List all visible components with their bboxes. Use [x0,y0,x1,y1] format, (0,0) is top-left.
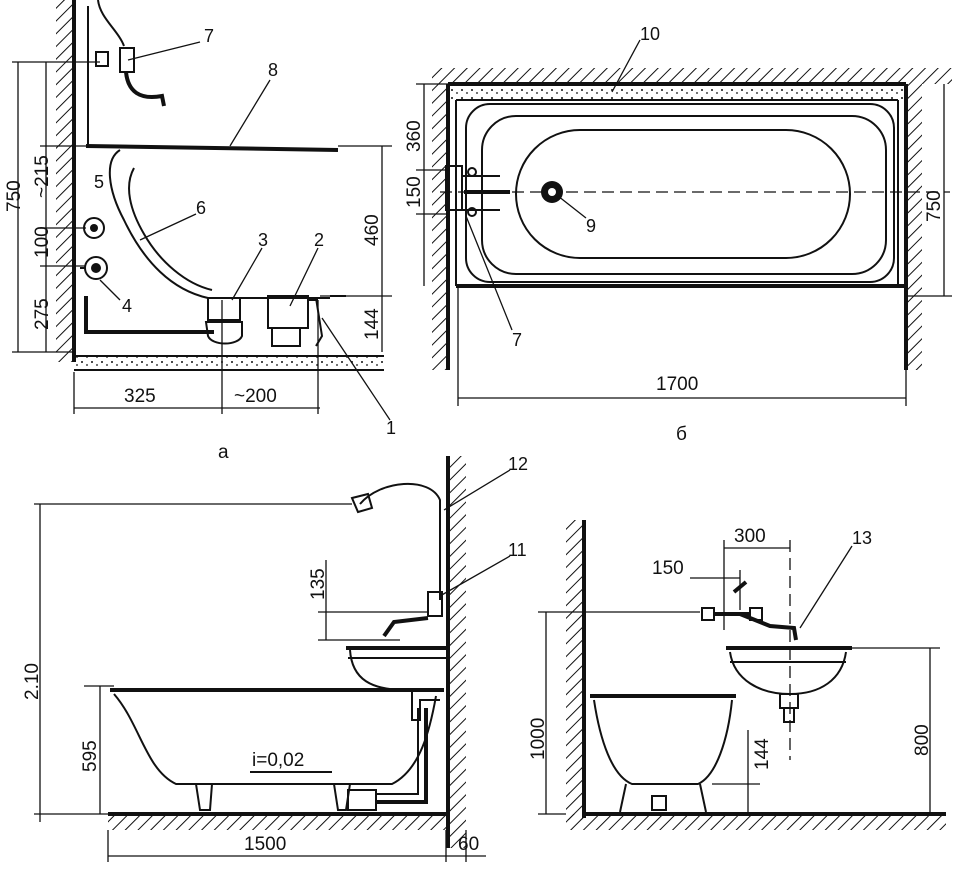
dim-a-325: 325 [124,386,156,407]
label-a-3: 3 [258,230,268,250]
dim-a-144: 144 [362,308,383,340]
wall-left-b [432,84,448,370]
slope-label-c: i=0,02 [252,750,304,771]
wall-right-b [906,84,922,370]
dim-d-800: 800 [912,724,933,756]
panel-b: 360 150 750 1700 10 9 7 б [404,24,952,445]
label-a-7: 7 [204,26,214,46]
dim-d-144: 144 [752,738,773,770]
bathtub-body-c [113,693,437,785]
trap-a [267,295,309,329]
label-a-5: 5 [94,172,104,192]
dim-c-60: 60 [458,834,479,855]
floor-d [566,814,946,830]
dim-b-1700: 1700 [656,374,698,395]
wall-c [448,456,466,848]
label-a-8: 8 [268,60,278,80]
washbasin-c [349,649,442,691]
dim-a-200: ~200 [234,386,277,407]
dim-c-210: 2.10 [22,663,43,700]
spout-a [124,71,166,107]
dim-a-100: 100 [32,226,53,258]
label-c-12: 12 [508,454,528,474]
label-b-7: 7 [512,330,522,350]
wall-hatch-a [56,0,74,362]
mixer-valve-left-d [701,607,715,621]
tub-profile-a [108,149,330,299]
mixer-a [95,51,109,67]
tub-rim-b [481,115,887,275]
dim-b-150: 150 [404,176,425,208]
dim-b-360: 360 [404,120,425,152]
floor-a [74,356,384,370]
drain-a [207,297,241,321]
spout-c [382,616,429,638]
panel-d: 1000 800 144 300 150 13 [528,520,946,830]
label-d-13: 13 [852,528,872,548]
panel-b-letter: б [676,424,687,445]
washbasin-d [729,651,847,696]
dim-c-595: 595 [80,740,101,772]
dim-c-1500: 1500 [244,834,286,855]
label-a-2: 2 [314,230,324,250]
label-b-9: 9 [586,216,596,236]
panel-a-letter: a [218,442,229,463]
leg-a [315,297,324,347]
label-a-6: 6 [196,198,206,218]
tub-bowl-b [515,129,851,259]
label-b-10: 10 [640,24,660,44]
spout-d [739,612,798,641]
dim-d-150: 150 [652,558,684,579]
dim-a-460: 460 [362,214,383,246]
dim-d-300: 300 [734,526,766,547]
mixer-b [445,165,463,211]
dim-a-750: 750 [4,180,25,212]
label-a-4: 4 [122,296,132,316]
tub-foot-left-c [195,783,213,811]
floor-c [108,814,448,830]
dim-a-215: ~215 [32,155,53,198]
wall-top-b [432,68,952,84]
panel-a: 750 ~215 100 275 460 144 325 ~200 7 8 5 … [4,0,396,463]
shower-hose-a [97,0,125,47]
bath-body-d [593,699,733,785]
panel-c: 2.10 595 135 1500 60 i=0,02 12 11 [22,454,528,862]
drain-pipe-c [376,708,428,804]
shower-head-c [350,492,374,514]
label-c-11: 11 [508,540,527,560]
mixer-c [427,591,443,617]
label-a-1: 1 [386,418,396,438]
tub-rim-a [85,144,339,152]
drain-c [347,789,377,811]
shower-hose-c [359,482,441,600]
overflow-pipe-a [84,296,214,334]
dim-b-750: 750 [924,190,945,222]
dim-c-135: 135 [308,568,329,600]
dim-a-275: 275 [32,298,53,330]
wall-d [566,520,584,820]
dim-d-1000: 1000 [528,718,549,760]
